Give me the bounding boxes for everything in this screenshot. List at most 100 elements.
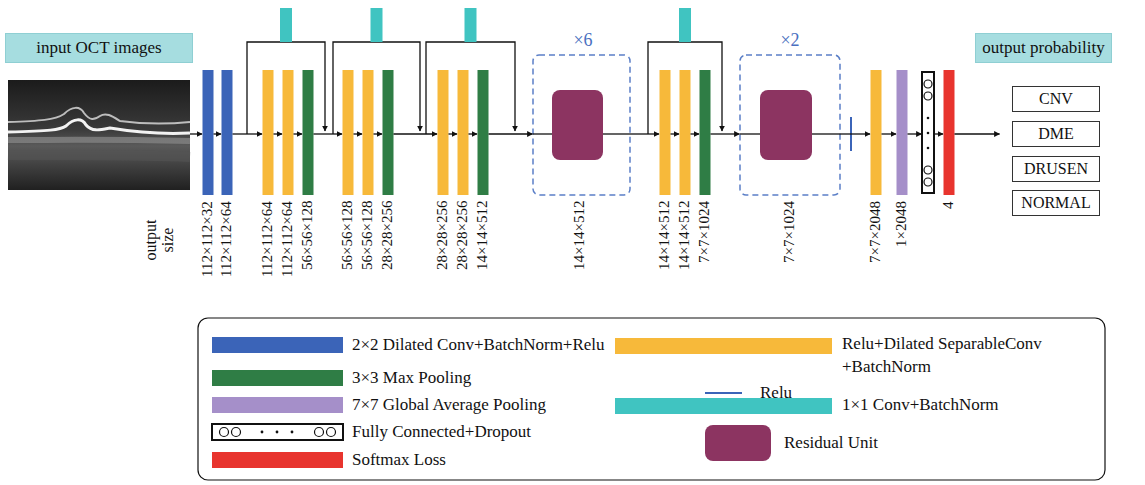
flow-line — [740, 133, 760, 134]
layer-bar — [700, 70, 711, 195]
skip-connections — [247, 8, 722, 134]
fc-outline — [922, 72, 934, 193]
residual-unit — [760, 90, 812, 160]
flow-arrow — [955, 133, 1000, 134]
layer-bar — [680, 70, 691, 195]
legend-text: Fully Connected+Dropout — [352, 421, 531, 444]
repeat-count: ×6 — [573, 31, 592, 50]
layer-bar — [478, 70, 489, 195]
layer-bar — [871, 70, 882, 195]
fc-sample-dot — [291, 431, 294, 434]
output-size: 1×2048 — [894, 201, 910, 247]
layer-bar — [363, 70, 374, 195]
flow-arrow — [711, 133, 740, 134]
output-size: 28×28×256 — [380, 201, 396, 270]
fc-sample-dot — [276, 431, 279, 434]
layer-bar — [283, 70, 294, 195]
input-label-box: input OCT images — [5, 33, 193, 63]
legend-frame — [198, 318, 1105, 480]
node-text: output probability — [982, 38, 1104, 58]
fc-sample-neuron — [232, 428, 241, 437]
legend-relu-sample — [705, 392, 742, 394]
layer-bar — [343, 70, 354, 195]
node-text: DME — [1038, 125, 1074, 143]
legend-text: Relu+Dilated SeparableConv +BatchNorm — [842, 333, 1060, 379]
flow-arrow — [489, 133, 533, 134]
output-size: 14×14×512 — [677, 201, 693, 270]
output-size: 112×112×64 — [280, 201, 296, 277]
residual-unit — [552, 90, 603, 160]
flow-arrow — [908, 133, 922, 134]
legend-text: Residual Unit — [784, 432, 878, 455]
layer-bar — [438, 70, 449, 195]
flow-arrow — [214, 133, 222, 134]
class-box: CNV — [1012, 86, 1100, 112]
legend-text: 2×2 Dilated Conv+BatchNorm+Relu — [352, 334, 605, 357]
node-text: CNV — [1039, 90, 1073, 108]
output-size: 7×7×1024 — [782, 201, 798, 263]
conv1x1-block — [679, 8, 691, 42]
flow-arrow — [294, 133, 303, 134]
flow-arrow — [934, 133, 943, 134]
flow-arrow — [274, 133, 283, 134]
repeat-box — [740, 55, 840, 195]
fc-sample-neuron — [220, 428, 229, 437]
retina-layer — [8, 120, 190, 133]
legend-text: 7×7 Global Average Pooling — [352, 394, 546, 417]
flow-arrow — [840, 133, 870, 134]
flow-arrow — [691, 133, 700, 134]
node-text: DRUSEN — [1024, 160, 1088, 178]
legend-swatch — [212, 370, 343, 386]
legend-swatch — [705, 425, 771, 461]
flow-line — [533, 133, 552, 134]
repeat-count: ×2 — [780, 31, 799, 50]
legend-swatch — [212, 397, 343, 413]
flow-arrow — [314, 133, 343, 134]
flow-arrow — [630, 133, 659, 134]
retina-layer — [8, 155, 190, 157]
fc-sample-dot — [261, 431, 264, 434]
skip-line — [648, 42, 722, 134]
node-text: NORMAL — [1021, 194, 1090, 212]
flow-arrow — [882, 133, 897, 134]
class-box: NORMAL — [1012, 190, 1100, 216]
legend-swatch — [212, 452, 343, 468]
fc-sample-outline — [212, 424, 343, 440]
flow-arrow — [374, 133, 383, 134]
output-size: 112×112×64 — [260, 201, 276, 277]
fc-neuron — [924, 178, 932, 186]
flow-arrow — [469, 133, 478, 134]
fc-neuron — [924, 92, 932, 100]
fc-neuron — [924, 166, 932, 174]
output-size: 112×112×32 — [200, 201, 216, 277]
output-size: 14×14×512 — [475, 201, 491, 270]
oct-image — [8, 80, 190, 190]
output-size: 56×56×128 — [360, 201, 376, 270]
layer-bar — [222, 70, 233, 195]
output-size: 56×56×128 — [300, 201, 316, 270]
fc-dot — [927, 132, 930, 135]
skip-line — [426, 42, 515, 134]
output-size: 112×112×64 — [219, 201, 235, 277]
fully-connected-bar — [922, 72, 934, 193]
repeat-box — [533, 55, 630, 195]
layer-bar — [303, 70, 314, 195]
output-size: 28×28×256 — [435, 201, 451, 270]
legend-text: 3×3 Max Pooling — [352, 367, 471, 390]
output-size: 4 — [941, 201, 957, 209]
skip-line — [247, 42, 325, 134]
output-size: 14×14×512 — [572, 201, 588, 270]
output-size: 56×56×128 — [340, 201, 356, 270]
class-box: DRUSEN — [1012, 156, 1100, 182]
legend-text: Softmax Loss — [352, 449, 446, 472]
flow-arrow — [671, 133, 680, 134]
fc-dot — [927, 117, 930, 120]
output-size: 14×14×512 — [657, 201, 673, 270]
conv1x1-block — [280, 8, 292, 42]
legend-swatch — [615, 338, 832, 354]
flow-arrow — [394, 133, 438, 134]
legend-fc-sample — [212, 424, 343, 440]
fc-sample-neuron — [315, 428, 324, 437]
legend-swatch — [615, 398, 832, 414]
